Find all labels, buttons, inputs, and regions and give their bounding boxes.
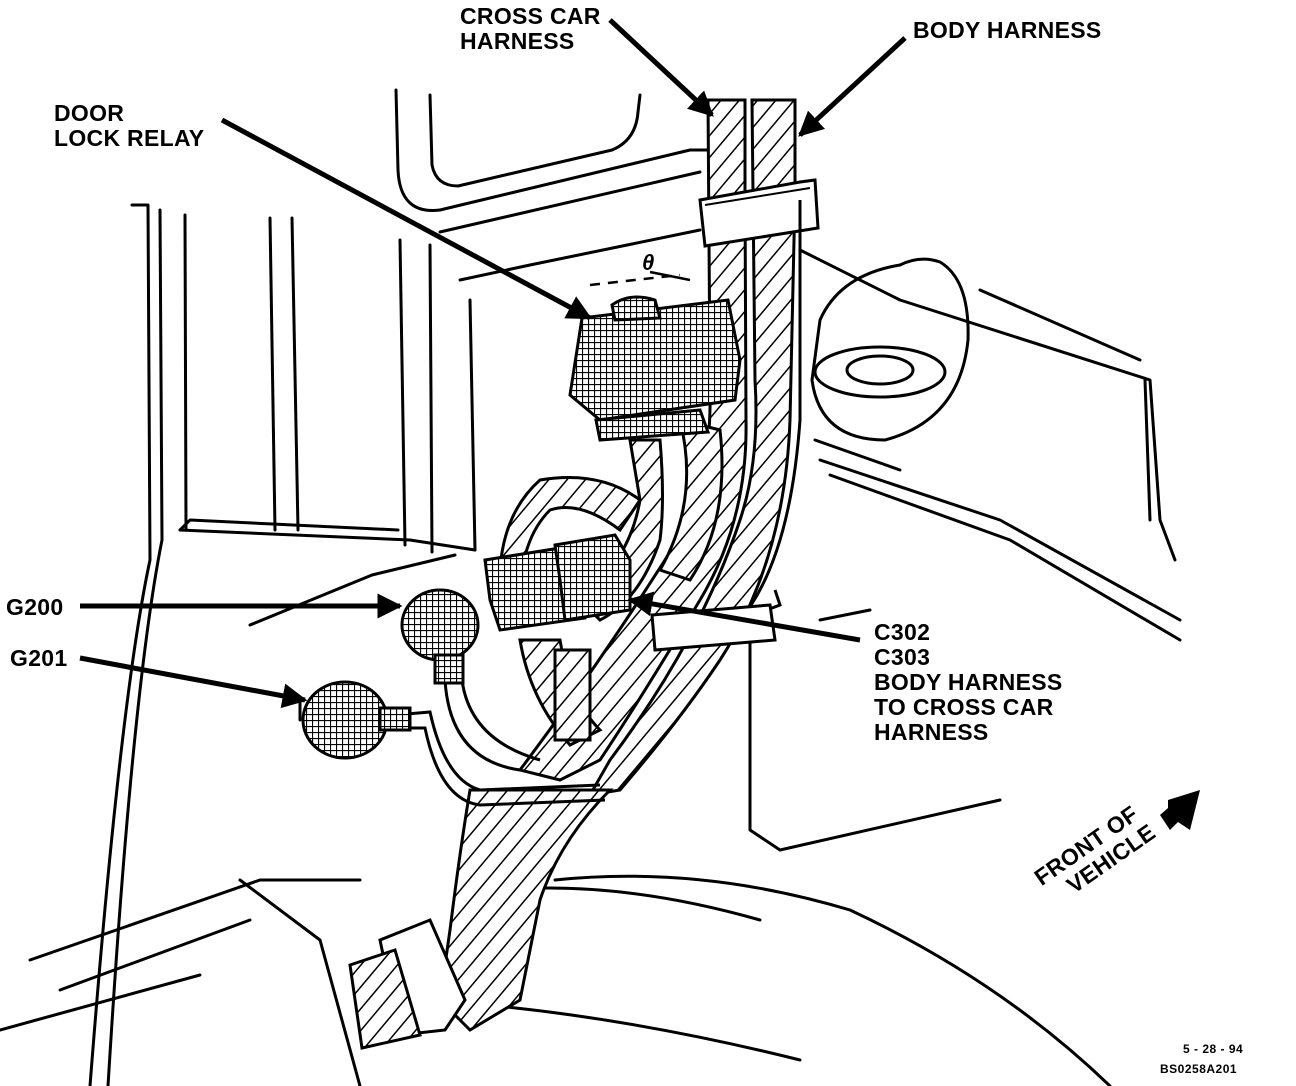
g201-leader [79,655,308,709]
door-lock-relay [568,270,742,442]
c302-leader [627,591,861,643]
window-opening [428,93,642,188]
door-lock-relay-leader [220,117,593,321]
body-harness-label: BODY HARNESS [913,17,1102,43]
date-stamp: 5 - 28 - 94 [1183,1042,1244,1056]
cross-car-harness-label: CROSS CAR HARNESS [460,3,601,54]
g201-label: G201 [10,645,68,671]
leader-lines [79,18,907,709]
ground-wires [394,679,606,807]
front-direction-arrow-icon [1160,790,1200,830]
connector-c302-label-group: C302 C303 BODY HARNESS TO CROSS CAR HARN… [874,619,1063,745]
cross-car-harness-leader [608,18,714,117]
door-lock-relay-label: DOOR LOCK RELAY [54,100,205,151]
left-pillar [88,203,152,1086]
g200-label: G200 [6,594,64,620]
relay-theta-mark: θ [642,250,655,275]
filler-cup [810,257,970,442]
lower-harness-bundle [438,788,614,1032]
figure-code: BS0258A201 [1160,1062,1238,1076]
body-harness-leader [798,36,907,137]
floor-panel [798,248,1177,562]
g201-ground-terminal [301,680,412,760]
body-structure [0,88,1182,1086]
upper-harness-clip [698,178,820,248]
g200-ground-terminal [400,588,480,685]
body-harness-bundle [587,98,797,797]
